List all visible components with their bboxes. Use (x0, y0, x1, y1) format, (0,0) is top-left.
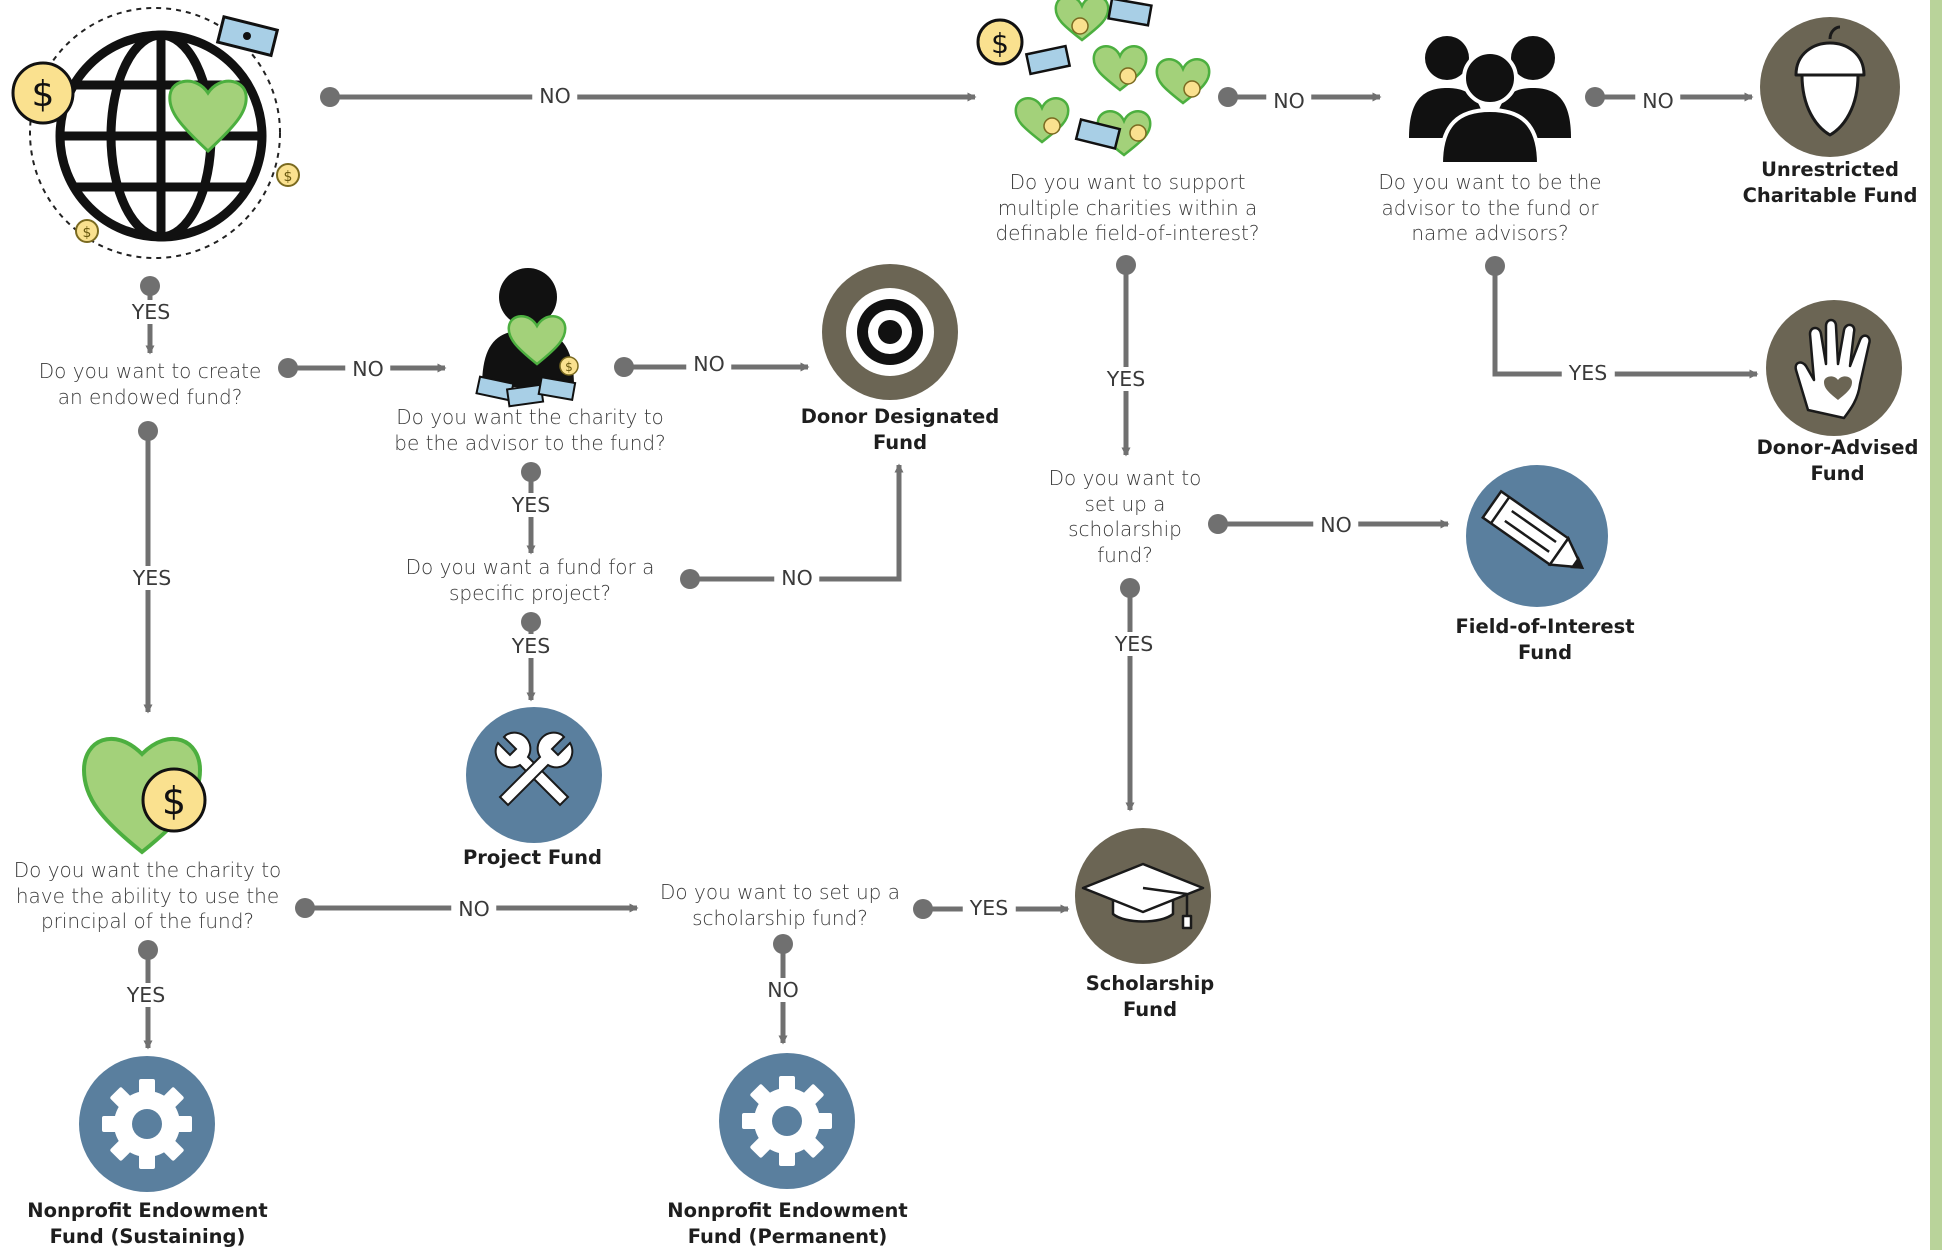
label-no: NO (774, 566, 820, 590)
acorn-icon (1760, 17, 1900, 157)
question-endowed-fund: Do you want to create an endowed fund? (38, 359, 262, 409)
label-yes: YES (124, 300, 178, 324)
label-no: NO (1313, 513, 1359, 537)
label-yes: YES (962, 896, 1016, 920)
outcome-endowment-permanent: Nonprofit Endowment Fund (Permanent) (667, 1199, 908, 1248)
currency-glyph: $ (32, 74, 55, 115)
currency-glyph: $ (284, 169, 293, 185)
label-no: NO (451, 897, 497, 921)
multiple-hearts-and-money-icon: $ (976, 0, 1211, 157)
currency-glyph: $ (565, 360, 573, 374)
group-of-people-icon (1409, 36, 1571, 166)
gear-icon (719, 1053, 855, 1189)
heart-with-coin-icon: $ (81, 736, 207, 855)
graduation-cap-icon (1075, 828, 1211, 964)
question-multiple-charities: Do you want to support multiple charitie… (995, 170, 1260, 245)
question-use-principal: Do you want the charity to have the abil… (13, 858, 282, 933)
outcome-project-fund: Project Fund (463, 846, 602, 869)
link-dot (521, 462, 541, 482)
link-dot (295, 898, 315, 918)
question-scholarship-fund-2: Do you want to set up a scholarship fund… (1048, 466, 1202, 567)
link-dot (773, 934, 793, 954)
outcome-endowment-sustaining: Nonprofit Endowment Fund (Sustaining) (27, 1199, 268, 1248)
link-dot (140, 276, 160, 296)
crossed-wrenches-icon (466, 707, 602, 843)
question-scholarship-fund: Do you want to set up a scholarship fund… (660, 880, 900, 930)
target-icon (822, 264, 958, 400)
outcome-unrestricted-fund: Unrestricted Charitable Fund (1742, 158, 1918, 207)
label-no: NO (345, 357, 391, 381)
currency-glyph: $ (991, 27, 1009, 60)
label-no: NO (760, 978, 806, 1002)
link-dot (1585, 87, 1605, 107)
link-dot (521, 612, 541, 632)
label-no: NO (1266, 89, 1312, 113)
gear-icon (79, 1056, 215, 1192)
link-dot (278, 358, 298, 378)
outcome-field-of-interest-fund: Field-of-Interest Fund (1455, 615, 1635, 664)
label-yes: YES (125, 566, 179, 590)
link-dot (1208, 514, 1228, 534)
question-charity-advisor: Do you want the charity to be the adviso… (394, 405, 666, 455)
label-no: NO (532, 84, 578, 108)
person-with-heart-icon: $ (475, 268, 579, 408)
label-yes: YES (504, 634, 558, 658)
link-dot (614, 357, 634, 377)
label-yes: YES (119, 983, 173, 1007)
globe-with-heart-and-money-icon: $ $ $ (11, 7, 300, 259)
link-advisor-self-yes (1492, 266, 1759, 379)
hand-with-heart-icon (1766, 300, 1902, 436)
currency-glyph: $ (83, 225, 92, 241)
link-dot (138, 940, 158, 960)
link-dot (1218, 87, 1238, 107)
link-dot (1485, 256, 1505, 276)
question-self-advisor: Do you want to be the advisor to the fun… (1378, 170, 1602, 245)
pencil-icon (1466, 465, 1608, 607)
link-dot (1116, 255, 1136, 275)
label-yes: YES (1561, 361, 1615, 385)
label-no: NO (686, 352, 732, 376)
link-dot (1120, 578, 1140, 598)
label-yes: YES (1099, 367, 1153, 391)
outcome-scholarship-fund: Scholarship Fund (1085, 972, 1215, 1021)
currency-glyph: $ (162, 779, 186, 823)
link-dot (913, 899, 933, 919)
label-yes: YES (1107, 632, 1161, 656)
outcome-donor-advised-fund: Donor-Advised Fund (1756, 436, 1919, 485)
right-edge-accent (1930, 0, 1942, 1250)
link-project-no (690, 463, 904, 582)
link-dot (320, 87, 340, 107)
link-dot (138, 421, 158, 441)
label-yes: YES (504, 493, 558, 517)
outcome-donor-designated-fund: Donor Designated Fund (800, 405, 1000, 454)
link-dot (680, 569, 700, 589)
label-no: NO (1635, 89, 1681, 113)
question-specific-project: Do you want a fund for a specific projec… (405, 555, 655, 605)
